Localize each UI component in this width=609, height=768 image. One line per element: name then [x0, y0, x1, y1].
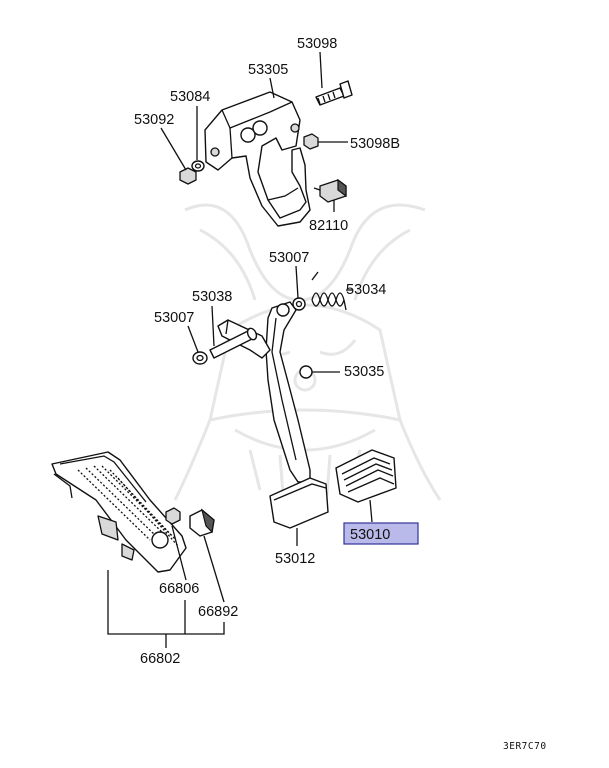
label-66806[interactable]: 66806	[159, 581, 199, 597]
bushing-53007-top	[292, 297, 306, 311]
diagram-code: 3ER7C70	[503, 741, 547, 752]
label-66802[interactable]: 66802	[140, 651, 180, 667]
pedal-texture	[77, 465, 179, 547]
label-66892[interactable]: 66892	[198, 604, 238, 620]
label-53084[interactable]: 53084	[170, 89, 210, 105]
pedal-bracket-53305	[204, 91, 311, 227]
label-53034[interactable]: 53034	[346, 282, 386, 298]
stop-switch-82110	[313, 178, 347, 203]
label-53092[interactable]: 53092	[134, 112, 174, 128]
pedal-pad-cover-53010	[335, 449, 397, 503]
label-82110[interactable]: 82110	[309, 218, 348, 234]
bolt-53098	[315, 80, 353, 106]
washer-53084	[191, 160, 205, 172]
nut-53098b	[303, 133, 319, 150]
label-53098b[interactable]: 53098B	[350, 136, 400, 152]
nut-53092	[179, 167, 197, 185]
label-53010[interactable]: 53010	[350, 527, 390, 543]
label-53098[interactable]: 53098	[297, 36, 337, 52]
label-53035[interactable]: 53035	[344, 364, 384, 380]
stopper-66892	[189, 508, 215, 537]
accelerator-pedal-66802	[51, 451, 187, 573]
return-spring-53034	[311, 271, 347, 311]
leader-lines	[107, 51, 373, 648]
pedal-pad-53012	[269, 477, 329, 529]
pin-53038	[209, 327, 258, 359]
part-highlight-53010	[343, 522, 419, 545]
label-53012[interactable]: 53012	[275, 551, 315, 567]
label-53305[interactable]: 53305	[248, 62, 288, 78]
label-53007-left[interactable]: 53007	[154, 310, 194, 326]
nut-66806	[165, 507, 181, 525]
label-53007-top[interactable]: 53007	[269, 250, 309, 266]
label-53038[interactable]: 53038	[192, 289, 232, 305]
stopper-53035	[299, 365, 313, 379]
bushing-53007-left	[192, 351, 208, 365]
pedal-arm	[217, 301, 311, 483]
